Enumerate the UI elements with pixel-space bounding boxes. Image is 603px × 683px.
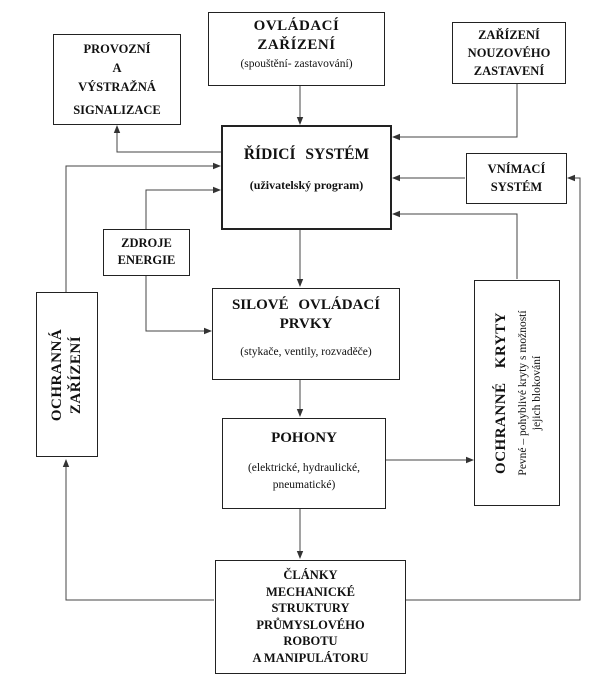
- clanky-line-4: PRŮMYSLOVÉHO: [256, 617, 365, 632]
- box-nouzove-zastaveni: ZAŘÍZENÍ NOUZOVÉHO ZASTAVENÍ: [452, 22, 566, 84]
- arrow-nouzove-to-ridici: [392, 84, 518, 141]
- provozni-line-4: SIGNALIZACE: [73, 103, 161, 117]
- arrow-zdroje-to-silove: [145, 276, 212, 335]
- box-silove-prvky: SILOVÉ OVLÁDACÍ PRVKY (stykače, ventily,…: [212, 288, 400, 380]
- ochranna-line-1: OCHRANNÁ: [49, 328, 65, 421]
- zdroje-line-2: ENERGIE: [117, 253, 176, 267]
- nouzove-line-3: ZASTAVENÍ: [473, 64, 545, 78]
- provozni-line-1: PROVOZNÍ: [83, 42, 151, 56]
- kryty-subtitle-2: jejich blokování: [531, 355, 543, 431]
- clanky-line-3: STRUKTURY: [271, 601, 350, 615]
- nouzove-line-1: ZAŘÍZENÍ: [478, 28, 540, 42]
- ridici-subtitle: (uživatelský program): [249, 178, 364, 192]
- kryty-label: OCHRANNÉ KRYTY Pevné – pohyblivé kryty s…: [490, 288, 544, 498]
- clanky-line-5: ROBOTU: [283, 634, 338, 648]
- zdroje-line-1: ZDROJE: [121, 236, 172, 250]
- box-vnimaci-system: VNÍMACÍ SYSTÉM: [466, 153, 567, 204]
- box-pohony: POHONY (elektrické, hydraulické, pneumat…: [222, 418, 386, 509]
- ochranna-label: OCHRANNÁ ZAŘÍZENÍ: [48, 300, 86, 450]
- vnimaci-line-1: VNÍMACÍ: [487, 162, 546, 176]
- arrow-clanky-to-vnimaci: [406, 174, 581, 601]
- box-ochranna-zarizeni: OCHRANNÁ ZAŘÍZENÍ: [36, 292, 98, 457]
- vnimaci-line-2: SYSTÉM: [490, 180, 543, 194]
- arrow-ridici-to-provozni: [113, 125, 222, 153]
- silove-title-2: PRVKY: [279, 316, 333, 332]
- arrow-clanky-to-ochranna: [62, 459, 214, 601]
- ovladaci-title-2: ZAŘÍZENÍ: [257, 37, 336, 53]
- box-ovladaci-zarizeni: OVLÁDACÍ ZAŘÍZENÍ (spouštění- zastavován…: [208, 12, 385, 86]
- kryty-subtitle-1: Pevné – pohyblivé kryty s možností: [517, 310, 529, 476]
- ochranna-line-2: ZAŘÍZENÍ: [68, 335, 84, 414]
- provozni-line-2: A: [112, 61, 122, 75]
- ridici-title: ŘÍDICÍ SYSTÉM: [243, 146, 370, 163]
- arrow-kryty-to-ridici: [392, 210, 518, 279]
- clanky-line-6: A MANIPULÁTORU: [252, 650, 369, 665]
- ovladaci-title-1: OVLÁDACÍ: [253, 18, 340, 34]
- provozni-line-3: VÝSTRAŽNÁ: [78, 80, 156, 94]
- clanky-line-1: ČLÁNKY: [283, 568, 338, 582]
- nouzove-line-2: NOUZOVÉHO: [467, 46, 551, 60]
- box-provozni-signalizace: PROVOZNÍ A VÝSTRAŽNÁ SIGNALIZACE: [53, 34, 181, 125]
- pohony-title: POHONY: [271, 430, 337, 446]
- arrow-zdroje-to-ridici: [145, 186, 221, 229]
- clanky-line-2: MECHANICKÉ: [266, 584, 355, 599]
- pohony-subtitle-1: (elektrické, hydraulické,: [247, 462, 361, 474]
- silove-subtitle: (stykače, ventily, rozvaděče): [240, 346, 372, 358]
- box-ochranne-kryty: OCHRANNÉ KRYTY Pevné – pohyblivé kryty s…: [474, 280, 560, 506]
- silove-title-1: SILOVÉ OVLÁDACÍ: [231, 297, 381, 313]
- arrow-ochranna-to-ridici: [65, 162, 221, 292]
- box-clanky-robotu: ČLÁNKY MECHANICKÉ STRUKTURY PRŮMYSLOVÉHO…: [215, 560, 406, 674]
- pohony-subtitle-2: pneumatické): [272, 479, 336, 491]
- box-ridici-system: ŘÍDICÍ SYSTÉM (uživatelský program): [221, 125, 392, 230]
- box-zdroje-energie: ZDROJE ENERGIE: [103, 229, 190, 276]
- ovladaci-subtitle: (spouštění- zastavování): [240, 58, 353, 70]
- kryty-title: OCHRANNÉ KRYTY: [493, 312, 509, 474]
